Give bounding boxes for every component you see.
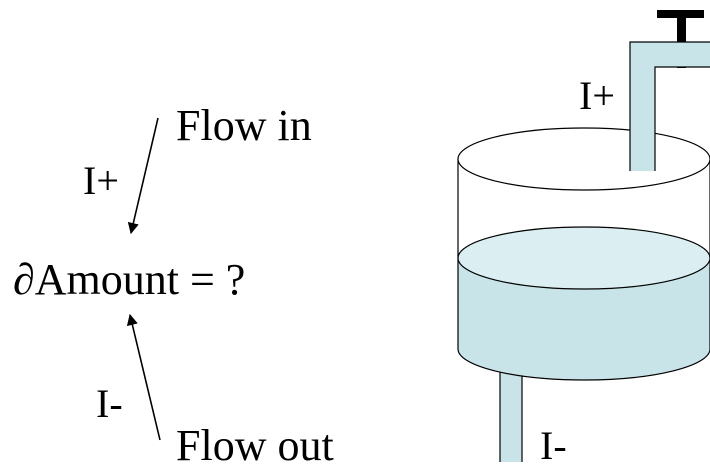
tank-rim — [457, 127, 710, 191]
flow-in-arrow — [127, 117, 159, 235]
positive-influence-label: I+ — [83, 158, 119, 203]
faucet-pipe-outer-edge — [629, 41, 710, 171]
flow-in-label: Flow in — [176, 101, 312, 150]
negative-influence-label: I- — [96, 381, 123, 426]
water-surface — [457, 226, 710, 290]
flow-out-arrow — [126, 313, 161, 441]
tank-outflow-influence-label: I- — [540, 423, 567, 468]
faucet-pipe-inner-edge — [654, 66, 710, 171]
water-body — [457, 257, 710, 381]
faucet-handle-stem — [677, 10, 686, 68]
tank-inflow-influence-label: I+ — [579, 73, 615, 118]
faucet-pipe — [630, 42, 710, 171]
outlet-pipe — [500, 358, 522, 462]
amount-derivative-equation: ∂Amount = ? — [13, 255, 246, 304]
faucet-icon — [629, 10, 710, 171]
tank-icon — [457, 127, 710, 462]
flow-out-label: Flow out — [176, 421, 334, 470]
